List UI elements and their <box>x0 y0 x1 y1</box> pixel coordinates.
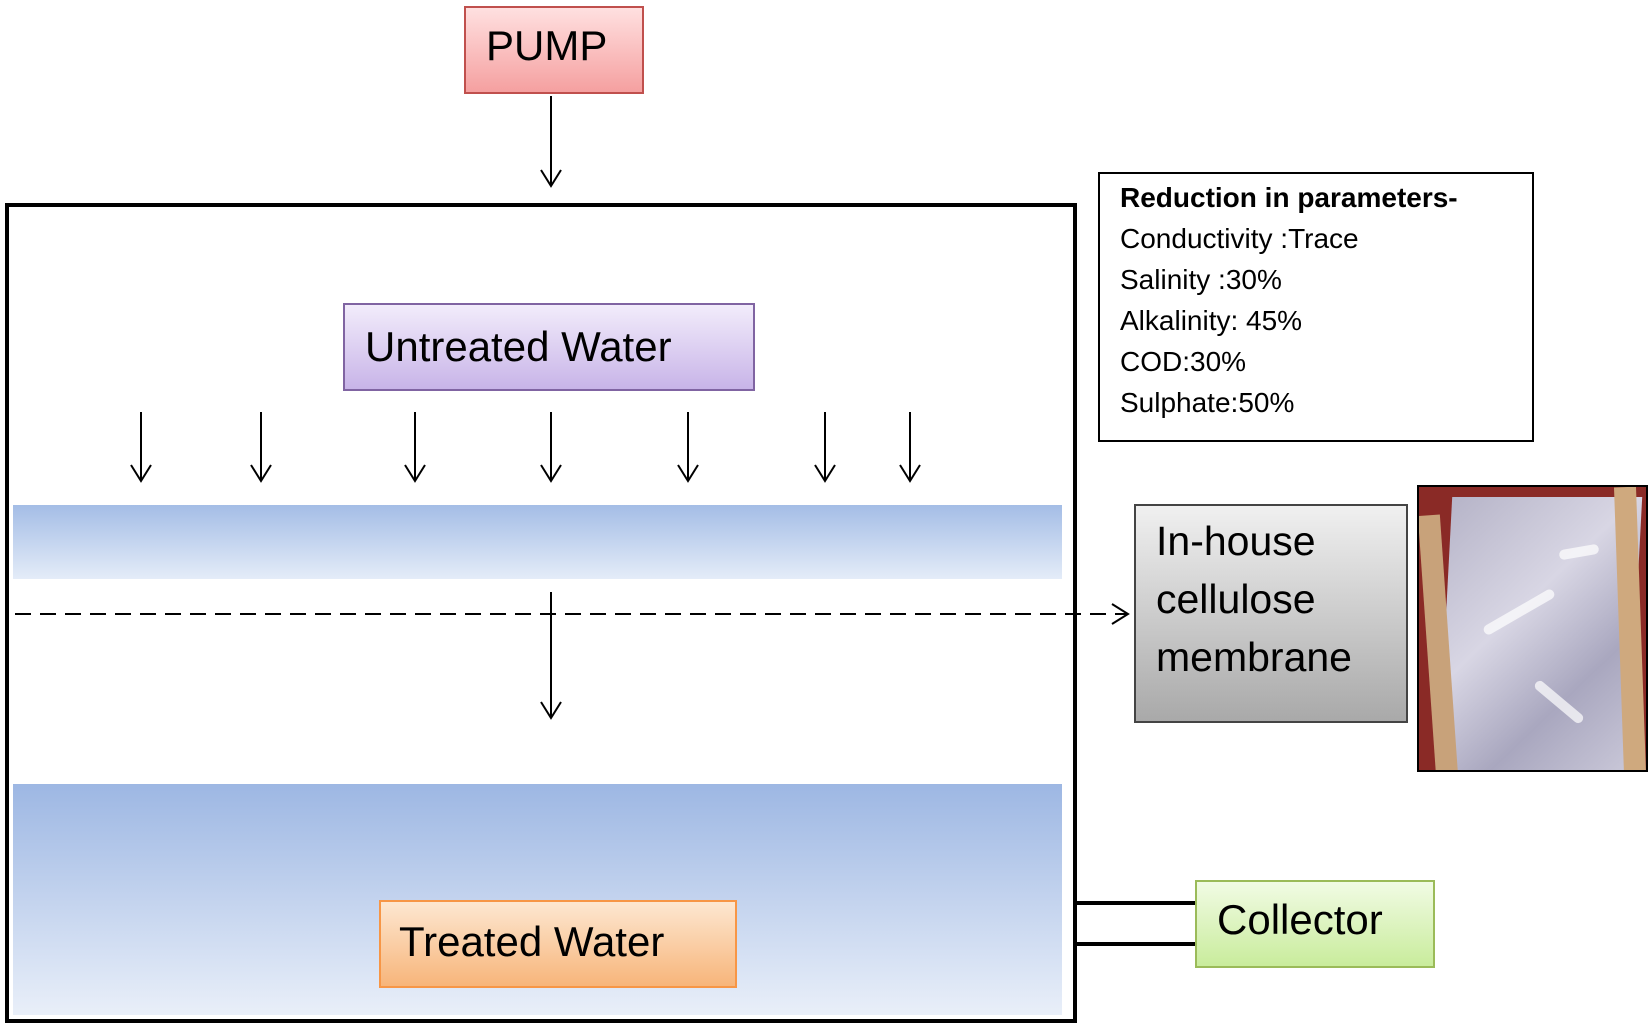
reduction-item: Sulphate:50% <box>1120 387 1295 418</box>
untreated-water-label: Untreated Water <box>365 323 672 370</box>
treated-water-label: Treated Water <box>399 918 665 965</box>
pump-arrow <box>540 96 562 188</box>
membrane-sheet <box>1437 497 1643 770</box>
permeate-arrow <box>540 592 562 720</box>
membrane-label-line: cellulose <box>1156 576 1316 622</box>
collector-box: Collector <box>1195 880 1435 968</box>
reduction-parameters-box: Reduction in parameters- Conductivity :T… <box>1098 172 1534 442</box>
flow-arrow-row <box>130 412 921 483</box>
membrane-water-band <box>13 505 1062 579</box>
membrane-photo <box>1417 485 1648 772</box>
outlet-pipe <box>1077 901 1197 946</box>
reduction-item: Conductivity :Trace <box>1120 223 1359 254</box>
membrane-label-line: In-house <box>1156 518 1316 564</box>
pump-box: PUMP <box>464 6 644 94</box>
reduction-item: COD:30% <box>1120 346 1247 377</box>
membrane-label-line: membrane <box>1156 634 1352 680</box>
treated-water-box: Treated Water <box>379 900 737 988</box>
collector-label: Collector <box>1217 896 1383 943</box>
membrane-dashed-arrow <box>15 603 1130 625</box>
pump-label: PUMP <box>486 22 608 69</box>
reduction-item: Alkalinity: 45% <box>1120 305 1303 336</box>
reduction-item: Salinity :30% <box>1120 264 1282 295</box>
cellulose-membrane-box: In-house cellulose membrane <box>1134 504 1408 723</box>
reduction-heading: Reduction in parameters- <box>1120 182 1458 213</box>
untreated-water-box: Untreated Water <box>343 303 755 391</box>
